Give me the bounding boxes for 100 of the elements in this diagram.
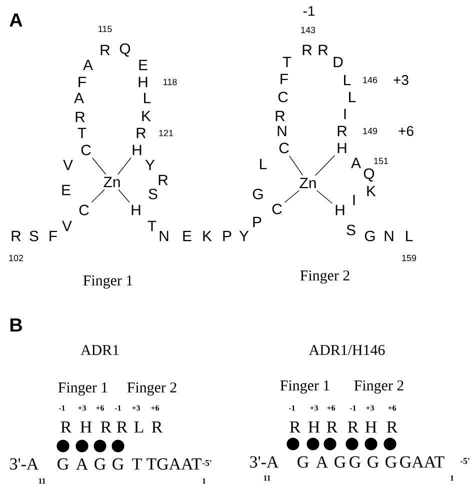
coordination-bond: [289, 155, 304, 176]
residue-letter: Q: [364, 168, 374, 182]
dna-sequence: 3'-A: [10, 458, 39, 470]
residue-letter: V: [62, 220, 72, 232]
finger-label: Finger 1: [83, 275, 132, 289]
residue-letter: Y: [145, 160, 155, 170]
residue-letter: H: [365, 421, 377, 433]
residue-letter: L: [260, 158, 267, 170]
residue-letter: R: [100, 421, 112, 433]
dna-sequence: A: [316, 456, 328, 468]
position-label: +6: [398, 126, 414, 136]
residue-letter: R: [152, 421, 163, 433]
zinc-label: Zn: [300, 178, 316, 188]
coordination-bond: [316, 190, 332, 204]
residue-letter: S: [148, 188, 158, 200]
residue-letter: N: [278, 126, 286, 136]
residue-letter: D: [334, 56, 343, 68]
finger-label: Finger 2: [127, 382, 176, 396]
dna-sequence: G: [386, 456, 397, 468]
dna-sequence: G: [334, 456, 346, 468]
residue-number: 118: [164, 78, 177, 86]
panel-letter: B: [10, 318, 22, 332]
dna-end-label: -5': [460, 458, 470, 464]
residue-letter: T: [148, 220, 156, 232]
residue-letter: A: [83, 60, 93, 70]
residue-letter: A: [351, 158, 361, 168]
residue-letter: T: [78, 128, 86, 138]
dna-sequence: GAAT: [400, 456, 444, 468]
dna-sequence: T: [132, 458, 142, 470]
zinc-label: Zn: [104, 176, 120, 188]
residue-number: 151: [374, 158, 388, 164]
residue-letter: R: [76, 112, 85, 122]
residue-number: 121: [159, 130, 174, 136]
residue-letter: V: [63, 160, 73, 170]
position-label: -1: [303, 6, 315, 16]
construct-label: ADR1/H146: [308, 345, 385, 356]
residue-letter: R: [136, 128, 146, 138]
dna-sequence: G: [368, 456, 379, 468]
dna-sequence: 3'-A: [250, 456, 279, 468]
residue-letter: L: [144, 92, 151, 104]
coordination-bond: [118, 189, 130, 203]
residue-letter: L: [349, 92, 356, 102]
residue-number: 149: [363, 128, 378, 134]
residue-letter: H: [132, 204, 140, 216]
dna-sequence: G: [94, 458, 106, 470]
residue-letter: R: [318, 44, 328, 56]
residue-letter: R: [290, 421, 301, 433]
residue-letter: H: [132, 144, 142, 156]
dna-sequence: G: [350, 456, 361, 468]
dna-sequence: TGAAT: [146, 458, 202, 470]
residue-letter: E: [183, 230, 192, 242]
residue-letter: R: [338, 126, 347, 136]
dna-sequence: G: [112, 458, 124, 470]
residue-letter: R: [100, 44, 110, 56]
residue-letter: C: [272, 204, 282, 214]
residue-letter: S: [346, 224, 356, 236]
residue-letter: Q: [120, 43, 130, 57]
residue-letter: R: [302, 44, 312, 56]
residue-letter: C: [279, 142, 289, 154]
residue-letter: C: [278, 92, 288, 102]
residue-letter: N: [160, 230, 168, 242]
coordination-bond: [92, 157, 106, 175]
residue-number: 143: [301, 26, 316, 34]
residue-letter: T: [282, 56, 292, 68]
residue-letter: L: [406, 230, 413, 242]
residue-letter: C: [79, 204, 89, 216]
residue-letter: F: [50, 230, 57, 242]
residue-letter: H: [338, 142, 346, 154]
residue-letter: R: [386, 421, 398, 433]
dna-end-label: -5': [202, 460, 212, 466]
residue-letter: F: [78, 76, 86, 88]
finger-label: Finger 1: [58, 382, 108, 396]
coordination-bond: [118, 157, 132, 175]
finger-label: Finger 1: [280, 380, 330, 394]
panel-letter: A: [10, 14, 22, 26]
residue-letter: L: [134, 421, 144, 433]
residue-letter: R: [326, 421, 338, 433]
residue-letter: G: [364, 230, 375, 242]
residue-letter: I: [353, 194, 355, 206]
residue-letter: Y: [239, 230, 249, 242]
residue-letter: K: [203, 230, 212, 242]
residue-letter: K: [142, 110, 151, 122]
construct-label: ADR1: [80, 345, 119, 355]
residue-letter: R: [12, 230, 21, 242]
residue-letter: H: [336, 204, 344, 216]
residue-letter: H: [80, 421, 92, 433]
residue-letter: R: [60, 421, 72, 433]
position-label: +3: [394, 75, 408, 85]
residue-letter: L: [344, 74, 351, 86]
residue-letter: R: [348, 421, 359, 433]
residue-number: 102: [9, 254, 24, 262]
residue-letter: N: [384, 230, 394, 242]
residue-letter: F: [280, 74, 288, 84]
residue-letter: R: [276, 110, 285, 122]
residue-letter: H: [308, 421, 320, 433]
residue-letter: S: [30, 230, 38, 242]
finger-label: Finger 2: [300, 270, 350, 284]
finger-label: Finger 2: [354, 380, 404, 394]
residue-letter: A: [74, 92, 84, 104]
residue-number: 159: [402, 254, 416, 262]
